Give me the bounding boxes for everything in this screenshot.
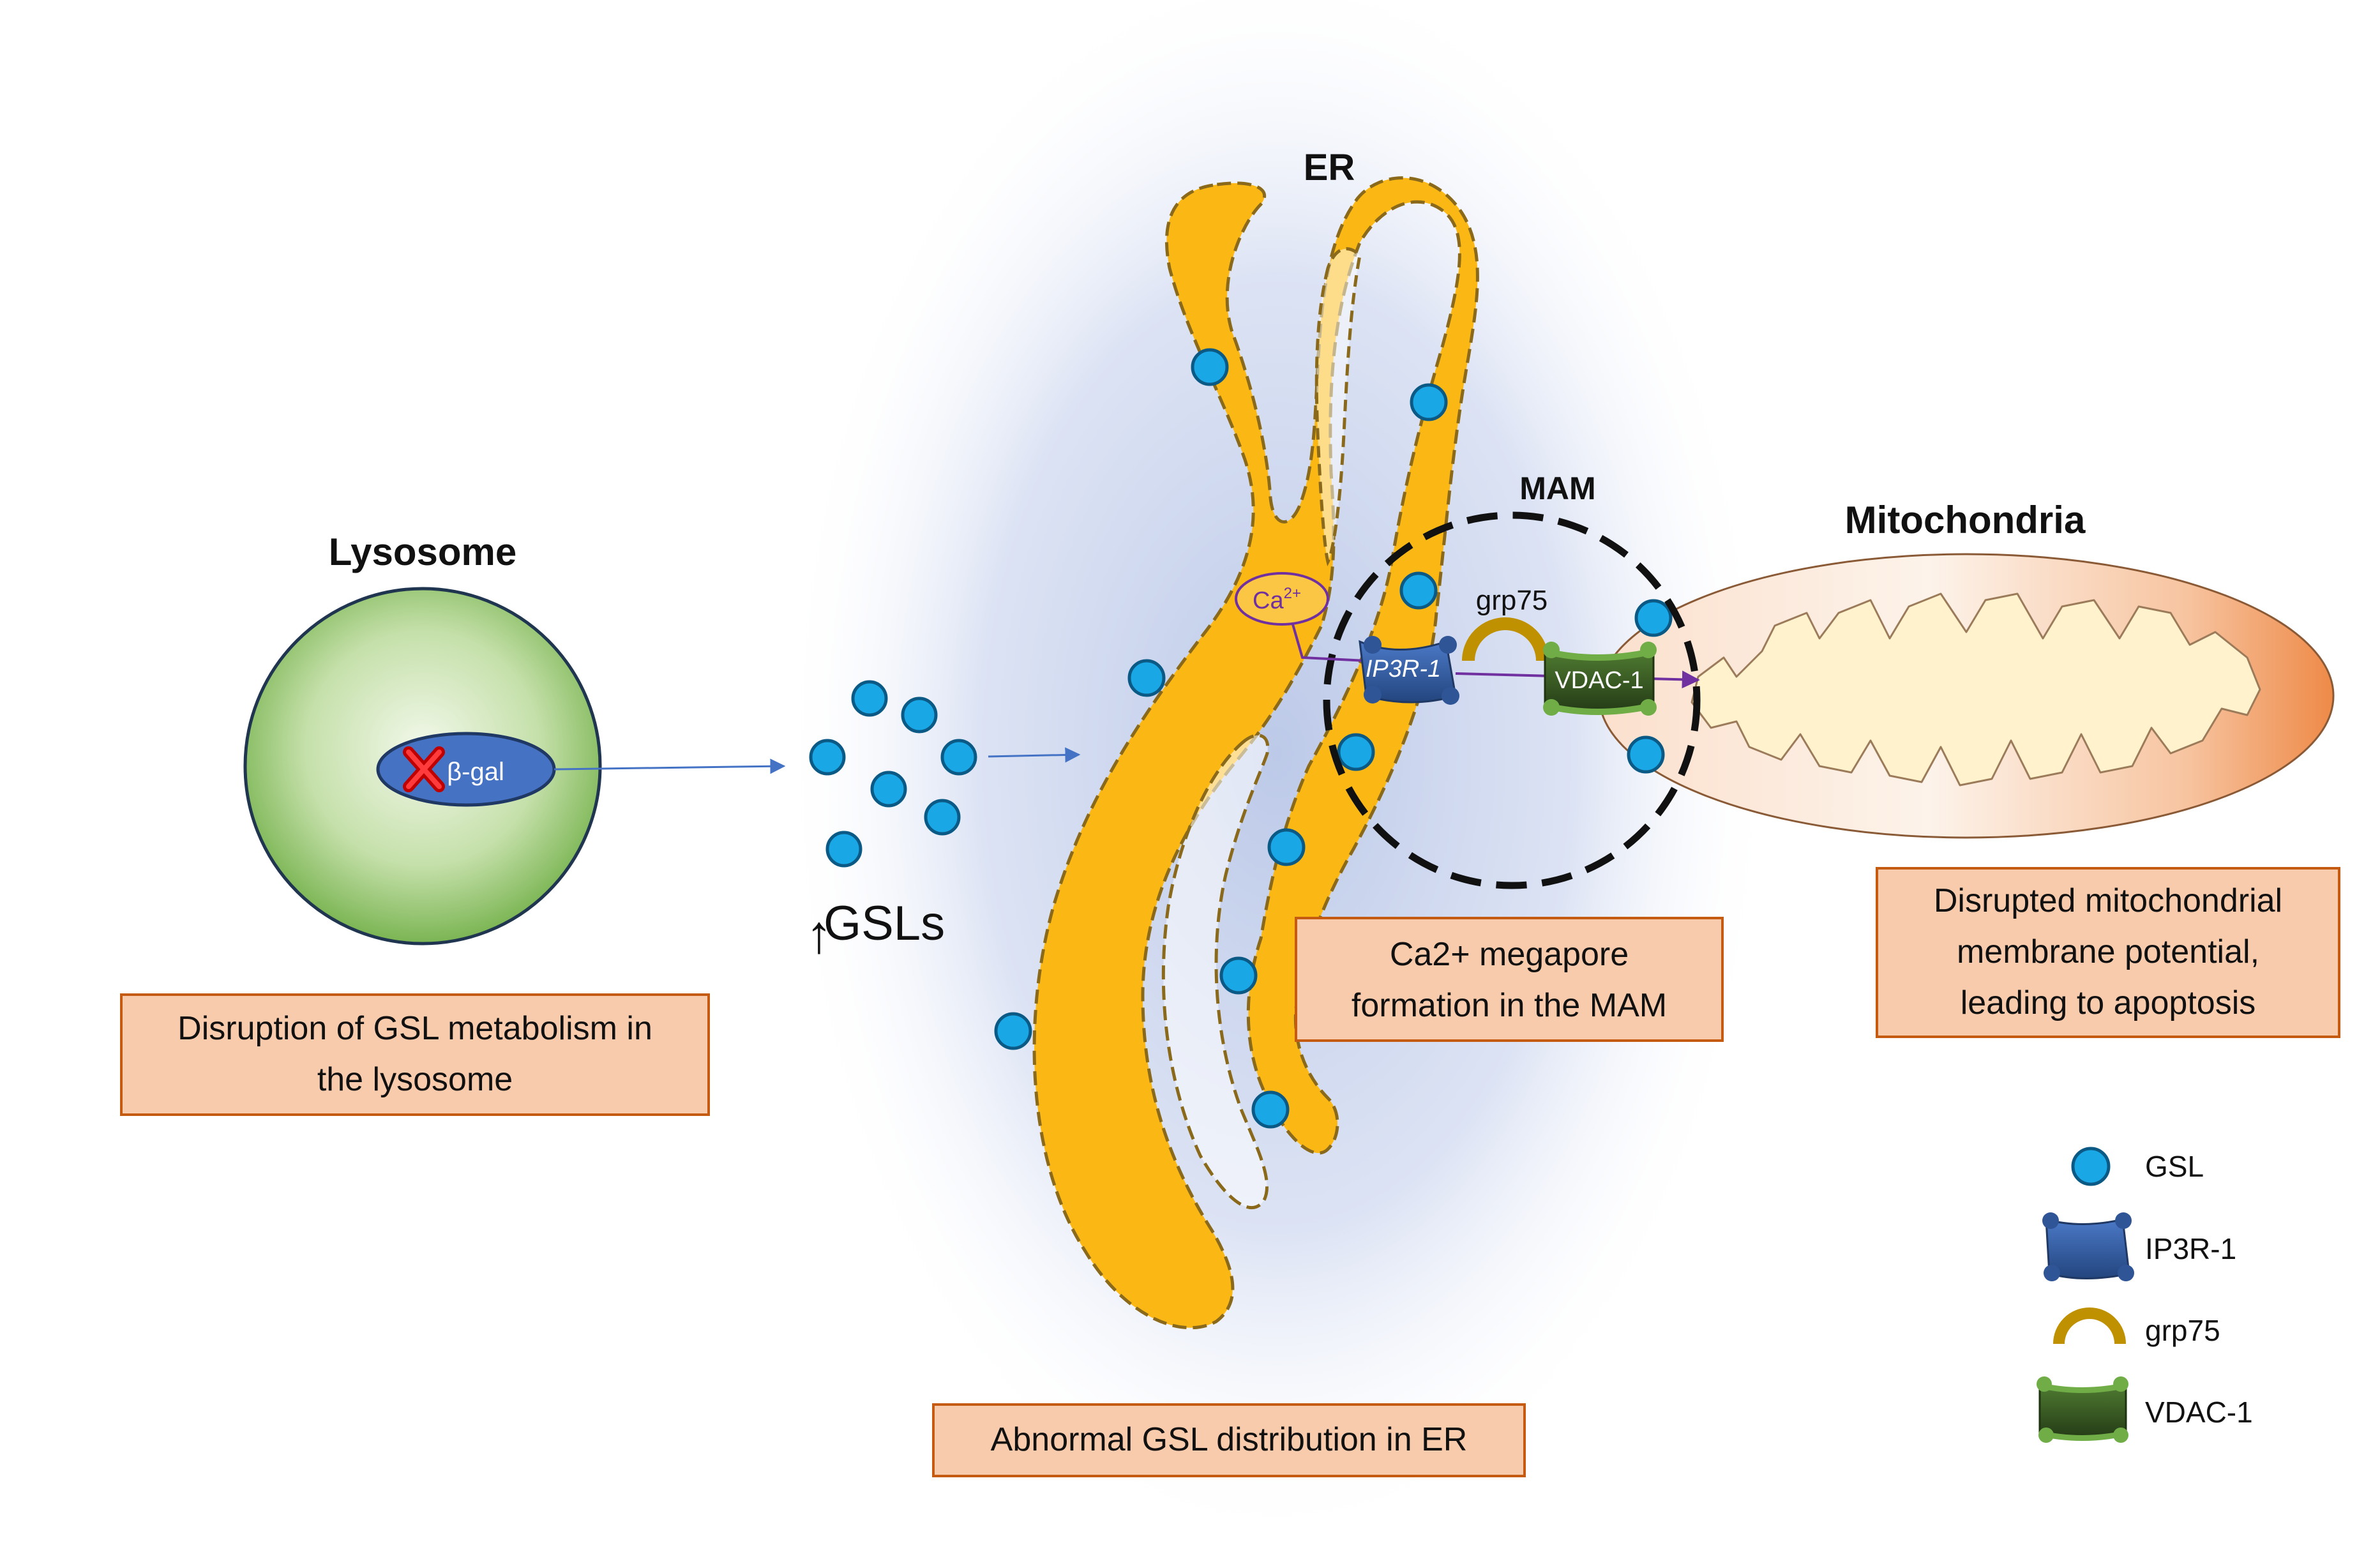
mitochondria-cristae <box>1691 592 2261 787</box>
lysosome: Lysosome β-gal <box>243 531 602 946</box>
grp75-protein: grp75 <box>1462 585 1549 661</box>
er-glow <box>779 0 1775 1551</box>
gsls-up-arrow: ↑ <box>806 904 832 964</box>
arrow-lysosome-to-gsls <box>554 758 786 774</box>
gsl-molecule <box>851 680 888 717</box>
gsl-molecule <box>1191 348 1229 386</box>
ip3r1-label: IP3R-1 <box>1366 656 1441 682</box>
er-caption-line1: Abnormal GSL distribution in ER <box>991 1421 1468 1458</box>
gsl-molecule <box>924 799 961 836</box>
gsl-molecule <box>809 739 846 776</box>
legend: GSL IP3R-1 grp75 <box>2037 1147 2253 1443</box>
gsl-molecule <box>1627 735 1665 774</box>
legend-item-gsl: GSL <box>2071 1147 2204 1186</box>
calcium-label: Ca2+ <box>1253 585 1301 614</box>
inhibition-x-icon <box>403 746 445 792</box>
calcium-ellipse <box>1235 572 1329 626</box>
mitochondria-caption-box: Disrupted mitochondrial membrane potenti… <box>1876 867 2340 1038</box>
legend-item-grp75: grp75 <box>2053 1307 2220 1347</box>
arrow-gsls-to-er <box>988 747 1081 763</box>
mitochondria-gsl-markers <box>1627 599 1673 774</box>
vdac1-label: VDAC-1 <box>1555 667 1643 694</box>
mitochondria-caption-line1: Disrupted mitochondrial <box>1934 882 2282 919</box>
gsl-molecule <box>901 697 938 734</box>
mam-region: MAM <box>1323 471 1701 889</box>
ip3r1-channel-icon <box>2042 1212 2134 1281</box>
gsl-molecule <box>1267 828 1306 866</box>
lysosome-title: Lysosome <box>329 531 517 573</box>
lysosome-caption-line1: Disruption of GSL metabolism in <box>177 1010 652 1047</box>
mam-caption-box: Ca2+ megapore formation in the MAM <box>1295 917 1724 1042</box>
gsl-molecule <box>1410 383 1448 421</box>
legend-label-vdac1: VDAC-1 <box>2145 1396 2253 1429</box>
gsl-molecule <box>1127 659 1166 697</box>
lysosome-caption-line2: the lysosome <box>317 1061 513 1098</box>
er-caption-box: Abnormal GSL distribution in ER <box>932 1403 1526 1477</box>
grp75-label: grp75 <box>1476 585 1548 616</box>
gsl-molecule <box>870 771 907 808</box>
legend-label-ip3r1: IP3R-1 <box>2145 1232 2236 1265</box>
mam-caption-line1: Ca2+ megapore <box>1390 936 1629 973</box>
gsls-label: GSLs <box>824 896 945 951</box>
vdac1-channel: VDAC-1 <box>1543 642 1657 716</box>
legend-label-gsl: GSL <box>2145 1150 2204 1183</box>
mam-caption-line2: formation in the MAM <box>1352 987 1667 1024</box>
legend-item-ip3r1: IP3R-1 <box>2042 1212 2236 1281</box>
beta-gal-label: β-gal <box>447 758 504 786</box>
gsl-molecule <box>1337 733 1375 771</box>
calcium-ion: Ca2+ <box>1235 572 1367 662</box>
mitochondria-caption-line3: leading to apoptosis <box>1961 984 2256 1021</box>
gsl-molecule <box>994 1012 1032 1050</box>
lysosome-caption-box: Disruption of GSL metabolism in the lyso… <box>120 993 710 1116</box>
grp75-arc-icon <box>2053 1307 2126 1345</box>
er-title: ER <box>1304 147 1355 188</box>
mam-title: MAM <box>1519 471 1595 506</box>
legend-item-vdac1: VDAC-1 <box>2037 1376 2253 1443</box>
mitochondria-title: Mitochondria <box>1845 499 2086 541</box>
mitochondria: Mitochondria <box>1598 499 2335 839</box>
released-gsl-cluster <box>809 680 977 868</box>
mam-dashed-circle <box>1323 511 1701 889</box>
gsl-molecule <box>1251 1090 1290 1129</box>
er-gsl-markers <box>994 348 1448 1129</box>
gsl-molecule <box>1634 599 1673 637</box>
vdac1-channel-icon <box>2037 1376 2128 1443</box>
gsl-molecule <box>1399 571 1438 610</box>
er-inner-lumen <box>1161 734 1270 1209</box>
gsl-molecule <box>825 831 862 868</box>
mitochondria-caption-line2: membrane potential, <box>1957 933 2259 970</box>
ip3r1-channel: IP3R-1 <box>1359 636 1459 705</box>
gsl-circle-icon <box>2071 1147 2111 1186</box>
gsl-molecule <box>1219 956 1258 995</box>
grp75-arc-icon <box>1462 617 1549 661</box>
er-upper-gap <box>1314 247 1362 567</box>
calcium-path-line <box>1292 624 1367 662</box>
gsl-molecule <box>940 739 977 776</box>
legend-label-grp75: grp75 <box>2145 1314 2220 1347</box>
